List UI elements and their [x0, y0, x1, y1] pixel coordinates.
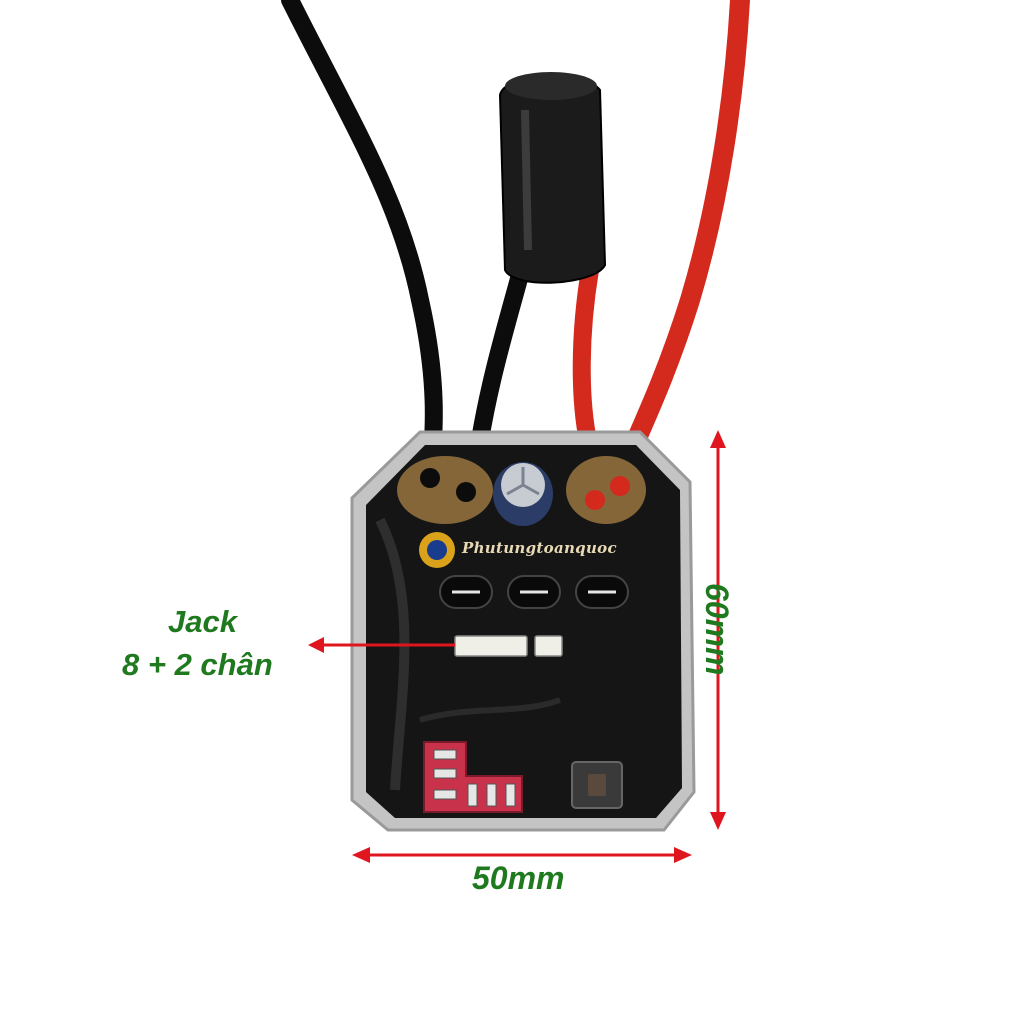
jack-2-pin [534, 635, 563, 657]
wire-entry-1 [420, 468, 440, 488]
brand-watermark: Phutungtoanquoc [462, 539, 617, 557]
width-dimension-label: 50mm [472, 860, 565, 896]
jack-label-line-1: Jack [168, 604, 237, 639]
terminal-3 [433, 789, 457, 800]
jack-8-pin [454, 635, 528, 657]
module-gloss [375, 517, 410, 791]
width-arrow [352, 847, 692, 863]
jack-arrow [308, 637, 455, 653]
ferrite-sleeve-top [505, 72, 597, 100]
height-arrow [710, 430, 726, 830]
ferrite-sleeve [498, 75, 607, 284]
terminal-5 [486, 783, 497, 807]
sleeve-highlight [521, 109, 532, 251]
black-wire-left [281, 0, 443, 489]
glue-blob-right [566, 456, 646, 524]
glue-blob-left [397, 456, 493, 524]
wire-entry-2 [456, 482, 476, 502]
terminal-1 [433, 749, 457, 760]
wire-entry-4 [610, 476, 630, 496]
capacitor-vent [506, 467, 540, 496]
wire-entry-3 [585, 490, 605, 510]
red-wire-right [600, 0, 750, 510]
module-gloss-2 [419, 697, 562, 723]
height-dimension-label: 60mm [699, 583, 735, 676]
push-button-cap [588, 774, 606, 796]
terminal-4 [467, 783, 478, 807]
brand-logo-inner [427, 540, 447, 560]
terminal-6 [505, 783, 516, 807]
terminal-2 [433, 768, 457, 779]
jack-label-line-2: 8 + 2 chân [122, 647, 273, 682]
